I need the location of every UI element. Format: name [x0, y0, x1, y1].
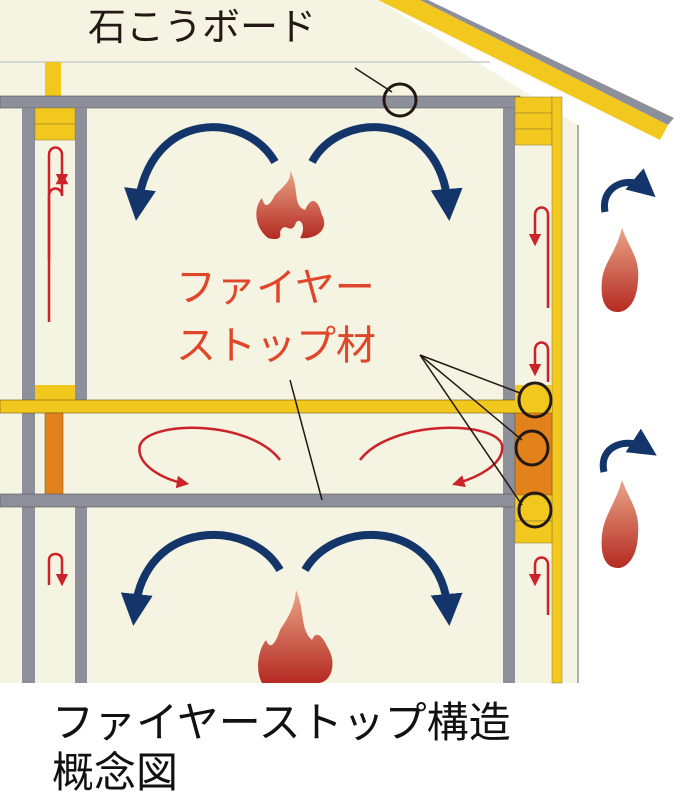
fire-stop-marker [517, 381, 553, 419]
fire-stop-marker [514, 429, 550, 467]
fire-icons [256, 170, 639, 683]
fire-icon [601, 480, 639, 568]
roof-rafter [378, 0, 668, 140]
fire-stop-marker [517, 491, 553, 529]
heat-arrows [47, 146, 550, 615]
gypsum-board-marker [382, 82, 418, 118]
smoke-arrows [120, 123, 657, 626]
fire-stop-label-line1: ファイヤー [176, 265, 375, 311]
floor-joist [0, 399, 553, 414]
fire-stop-label-line2: ストップ材 [176, 323, 376, 369]
leader-lines [289, 67, 553, 529]
fire-icon [601, 228, 639, 312]
ceiling-gypsum-board [0, 95, 521, 109]
gypsum-board-label: 石こうボード [88, 5, 317, 49]
fire-icon [258, 590, 333, 683]
caption-line1: ファイヤーストップ構造 [52, 698, 511, 747]
caption-line2: 概念図 [52, 748, 179, 797]
fire-icon [256, 170, 325, 240]
